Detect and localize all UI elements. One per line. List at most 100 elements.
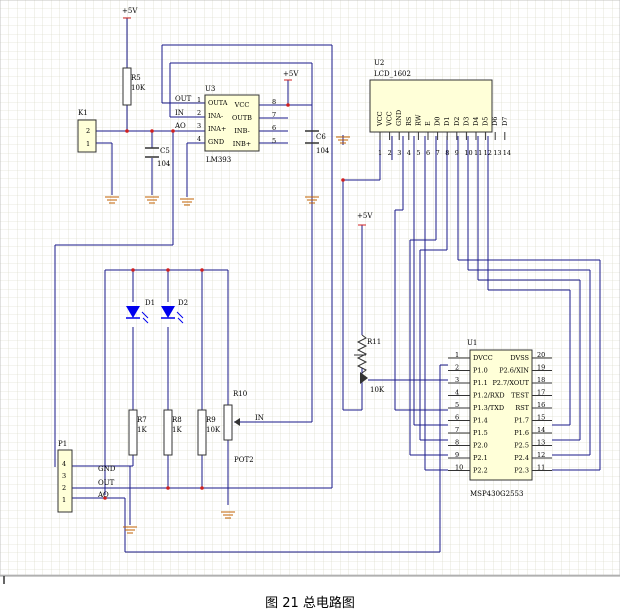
msp-pin-name: DVCC [473, 354, 493, 362]
msp-pin-name: P1.1 [473, 379, 488, 387]
msp-pin-num: 9 [455, 451, 459, 459]
k1-pin2: 2 [86, 127, 90, 135]
r5-ref: R5 [131, 74, 141, 82]
msp-pin-num: 8 [455, 439, 459, 447]
lm393-pin-num: 6 [272, 124, 276, 132]
msp-pin-name: TEST [511, 392, 530, 400]
lm393-pin-name: INB- [234, 127, 249, 135]
msp-pin-name: P1.0 [473, 367, 488, 375]
led-d1: D1 [126, 299, 155, 324]
lm393-pin-name: INA- [208, 112, 223, 120]
d1-ref: D1 [145, 299, 155, 307]
msp-pin-name: P1.7 [514, 417, 529, 425]
k1-ref: K1 [78, 109, 88, 117]
k1-pin1: 1 [86, 140, 90, 148]
lm393-pin-num: 5 [272, 137, 276, 145]
msp-pin-name: P2.0 [473, 442, 488, 450]
r11-ref: R11 [367, 338, 381, 346]
lm393-pin-num: 1 [197, 96, 201, 104]
msp-pin-name: P2.1 [473, 454, 488, 462]
lm393-ref: U3 [205, 85, 215, 93]
msp-pin-num: 17 [537, 389, 545, 397]
scrollbar[interactable] [0, 575, 620, 584]
r10-ref: R10 [233, 390, 247, 398]
vcc-label-r5: +5V [122, 7, 138, 15]
resistor-r5: R5 10K [122, 67, 146, 106]
msp-pin-num: 19 [537, 364, 545, 372]
r8-ref: R8 [172, 416, 182, 424]
p1-net-out: OUT [98, 479, 115, 487]
vcc-label-r11: +5V [357, 212, 373, 220]
connector-p1: P1 4 3 2 1 GND OUT AO [57, 440, 116, 513]
vcc-label-lm393: +5V [283, 70, 299, 78]
lm393-pin-name: OUTA [208, 99, 228, 107]
lm393-pin-num: 4 [197, 135, 201, 143]
lcd-pin-num: 8 [445, 149, 449, 157]
msp-pin-name: P2.4 [514, 454, 529, 462]
connector-k1: K1 2 1 [77, 109, 97, 153]
msp-pin-num: 6 [455, 414, 459, 422]
lm393-pin-name: OUTB [232, 114, 252, 122]
r8-value: 1K [172, 426, 182, 434]
lcd-pin-name: RS [405, 117, 413, 126]
msp-pin-name: P1.6 [514, 429, 529, 437]
msp-pin-num: 13 [537, 439, 545, 447]
p1-pin2: 2 [62, 484, 66, 492]
resistor-r7: R7 1K [128, 409, 147, 456]
msp-pin-name: RST [515, 404, 529, 412]
lcd-pin-num: 2 [388, 149, 392, 157]
msp-pin-num: 7 [455, 426, 459, 434]
msp-pin-num: 10 [455, 464, 463, 472]
msp-pin-name: P1.2/RXD [473, 392, 505, 400]
lcd-pin-name: D3 [462, 117, 470, 126]
msp-pin-name: P1.4 [473, 417, 488, 425]
msp-pin-num: 5 [455, 401, 459, 409]
c6-ref: C6 [316, 133, 326, 141]
lcd-pin-name: D0 [434, 117, 442, 126]
lm393-pin-name: VCC [234, 101, 250, 109]
led-d2: D2 [161, 299, 188, 324]
lcd-pin-num: 3 [397, 149, 401, 157]
c5-value: 104 [157, 160, 171, 168]
lcd-pin-name: D2 [453, 117, 461, 126]
lcd-pin-num: 12 [484, 149, 492, 157]
p1-ref: P1 [58, 440, 67, 448]
lm393-pin-num: 3 [197, 122, 201, 130]
msp-pin-name: DVSS [510, 354, 529, 362]
msp-pin-name: P2.3 [514, 467, 529, 475]
msp-pin-num: 15 [537, 414, 545, 422]
potentiometer-r10: R10 POT2 [223, 390, 254, 464]
vcc-symbol: +5V [283, 70, 299, 81]
msp-pin-num: 3 [455, 376, 459, 384]
capacitor-c6: C6 104 [305, 130, 330, 155]
r7-value: 1K [137, 426, 147, 434]
lcd-pin-name: GND [395, 110, 403, 126]
chip-lcd1602: U2 LCD_1602 [369, 59, 493, 133]
r10-value: POT2 [234, 456, 254, 464]
msp-pin-num: 2 [455, 364, 459, 372]
msp-pin-num: 20 [537, 351, 545, 359]
p1-net-ao: AO [97, 491, 109, 499]
msp-pin-num: 1 [455, 351, 459, 359]
lm393-part: LM393 [206, 156, 231, 164]
c6-value: 104 [316, 147, 330, 155]
lm393-pin-num: 8 [272, 98, 276, 106]
msp-pin-num: 11 [537, 464, 545, 472]
msp-ref: U1 [467, 339, 477, 347]
msp-pin-name: P2.2 [473, 467, 488, 475]
c5-ref: C5 [160, 147, 170, 155]
r9-ref: R9 [206, 416, 216, 424]
lcd-pin-num: 10 [464, 149, 472, 157]
lm393-pin-name: INA+ [208, 125, 226, 133]
lcd-pin-name: VCC [376, 111, 384, 127]
net-label-ao: AO [174, 122, 186, 130]
msp-pin-name: P1.3/TXD [473, 404, 504, 412]
p1-pin3: 3 [62, 472, 66, 480]
msp-pin-name: P1.5 [473, 429, 488, 437]
r11-value: 10K [370, 386, 385, 394]
lcd-pin-name: VCC [386, 111, 394, 127]
resistor-r8: R8 1K [163, 409, 182, 456]
grid-background [0, 0, 620, 575]
net-label-out: OUT [175, 95, 192, 103]
msp-pin-num: 12 [537, 451, 545, 459]
